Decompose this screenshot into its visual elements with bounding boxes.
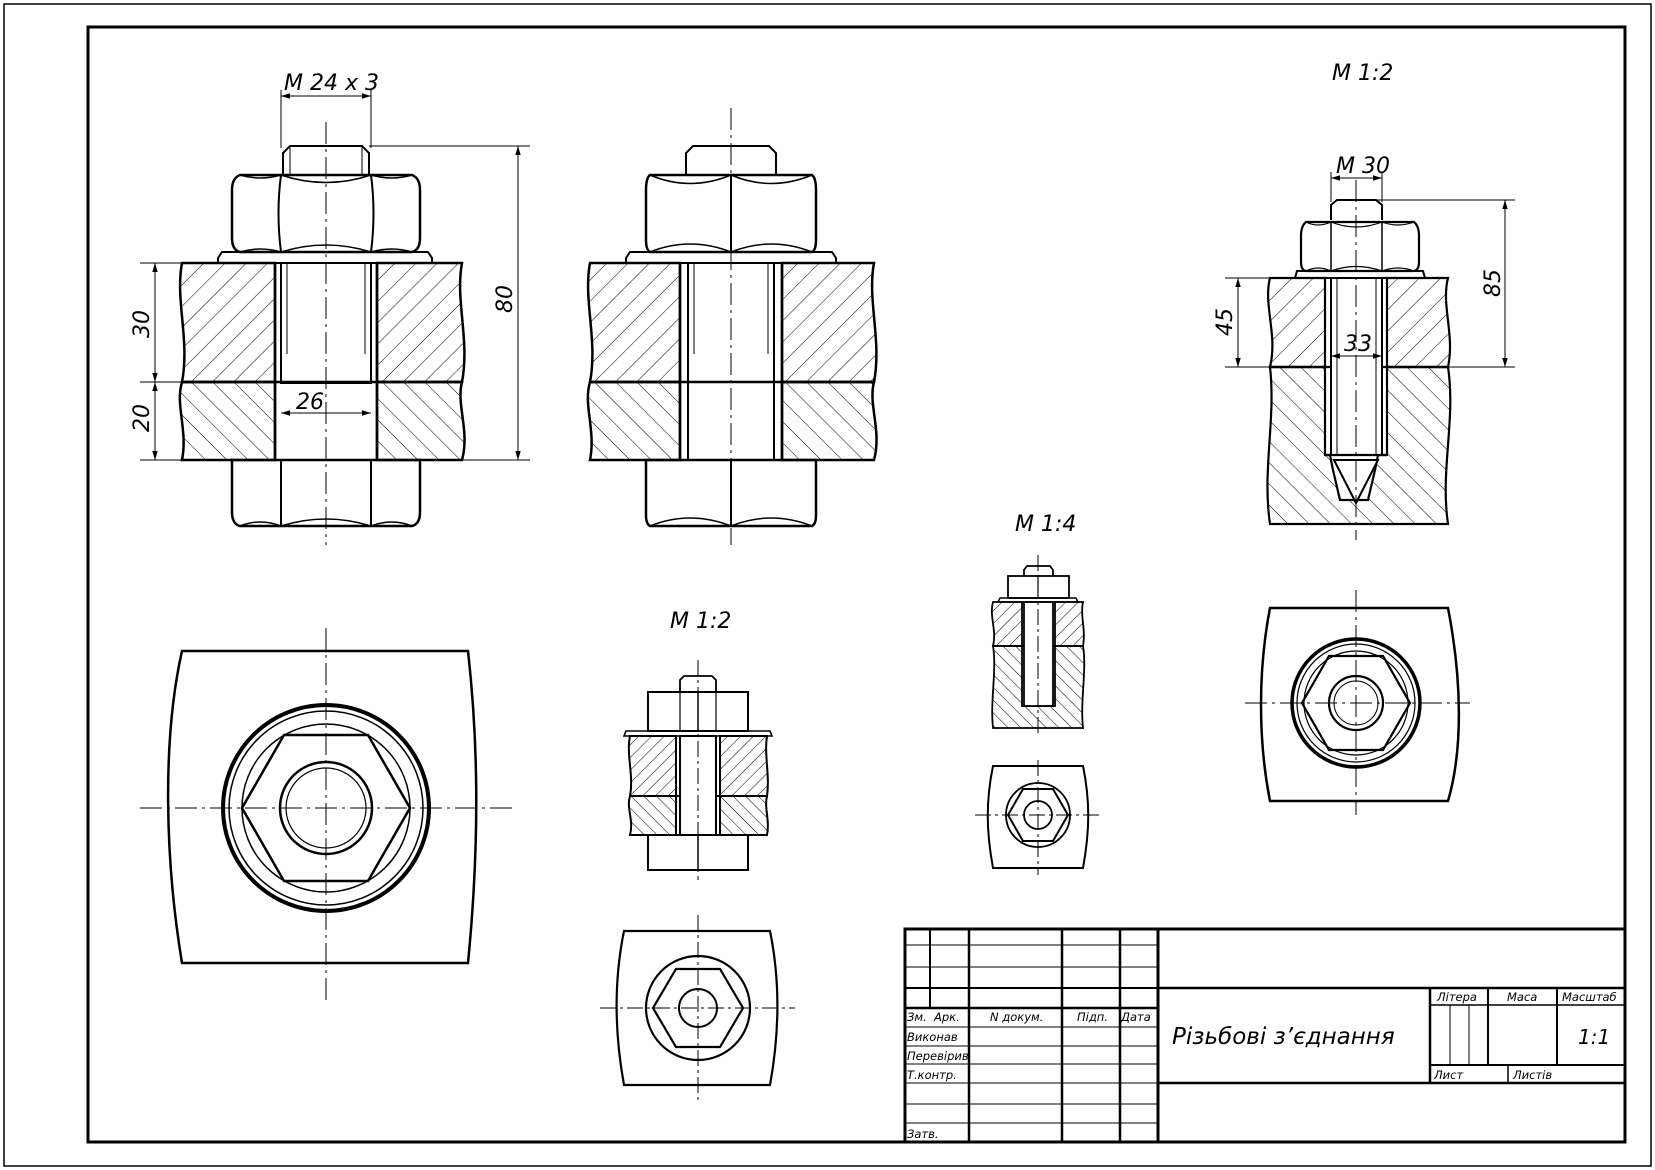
dim-c-depth: 45 <box>1213 308 1238 336</box>
dim-a-plate-upper: 30 <box>130 310 155 338</box>
title-block <box>903 927 1627 1144</box>
dim-a-length: 80 <box>493 285 518 313</box>
view-a-plate-upper-left <box>178 261 277 384</box>
view-a-plan <box>140 628 512 1000</box>
view-c-nut <box>1299 220 1421 273</box>
view-d-small-plan <box>975 760 1100 875</box>
tb-col-sign: Підп. <box>1077 1010 1108 1024</box>
dim-c-hole: 33 <box>1344 332 1372 357</box>
view-d-small-section <box>990 555 1086 735</box>
dim-c-thread: M 30 <box>1336 154 1390 179</box>
tb-sheet-label: Лист <box>1433 1068 1463 1082</box>
view-a-plate-upper-right <box>375 261 466 384</box>
dim-a-plate-lower: 20 <box>130 404 155 432</box>
view-b-section <box>586 108 878 545</box>
view-b-plate-lower-left <box>586 380 682 462</box>
inner-frame <box>86 25 1627 1144</box>
tb-scale-value: 1:1 <box>1578 1025 1610 1049</box>
tb-row-approved: Затв. <box>907 1127 939 1141</box>
scale-label-view-b-small: M 1:2 <box>670 609 731 634</box>
view-a-dimensions <box>140 90 530 461</box>
view-b-washer <box>625 251 837 264</box>
tb-sheets-label: Листів <box>1512 1068 1552 1082</box>
scale-label-view-d-small: M 1:4 <box>1015 512 1076 537</box>
outer-frame <box>3 3 1652 1167</box>
view-a-section <box>178 122 466 545</box>
tb-litera-label: Літера <box>1436 990 1477 1004</box>
dim-a-hole: 26 <box>296 390 324 415</box>
view-b-small-section <box>622 660 774 880</box>
view-b-small-plan <box>600 915 795 1100</box>
tb-mass-label: Маса <box>1507 990 1537 1004</box>
tb-col-zm: Зм. <box>907 1010 927 1024</box>
view-b-plate-upper-left <box>586 261 682 384</box>
view-c-dimensions <box>1225 172 1515 368</box>
view-c-plan-plate <box>1259 606 1461 803</box>
tb-row-checked: Перевірив <box>907 1049 969 1063</box>
view-a-plate-lower-left <box>178 380 277 462</box>
dim-a-thread: M 24 x 3 <box>284 71 379 96</box>
view-a-plate-lower-right <box>375 380 466 462</box>
view-c-plate-left <box>1266 276 1327 369</box>
view-c-plan <box>1245 590 1470 815</box>
view-c-base <box>1266 365 1452 526</box>
view-c-section <box>1266 180 1452 540</box>
tb-col-doc: N докум. <box>990 1010 1043 1024</box>
view-b-plate-lower-right <box>780 380 878 462</box>
view-a-washer <box>217 251 433 264</box>
tb-scale-label: Масштаб <box>1562 990 1617 1004</box>
scale-label-view-c: M 1:2 <box>1332 61 1393 86</box>
tb-col-date: Дата <box>1120 1010 1151 1024</box>
view-c-plate-right <box>1385 276 1452 369</box>
dim-c-length: 85 <box>1481 269 1506 297</box>
tb-drawing-title: Різьбові з’єднання <box>1172 1024 1395 1050</box>
tb-col-ark: Арк. <box>933 1010 960 1024</box>
tb-row-performed: Виконав <box>907 1030 958 1044</box>
tb-row-tcontrol: Т.контр. <box>907 1068 957 1082</box>
view-a-plan-plate <box>166 649 478 965</box>
view-b-plate-upper-right <box>780 261 878 384</box>
